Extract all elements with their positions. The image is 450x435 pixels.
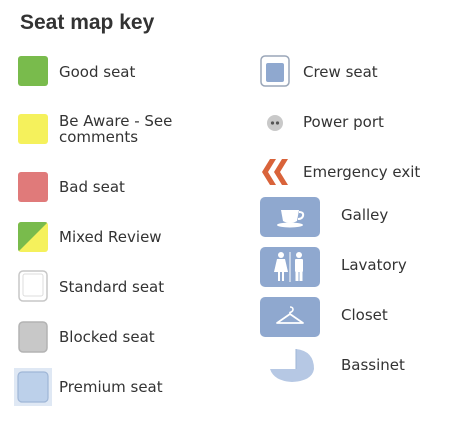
blocked-seat-label: Blocked seat: [59, 328, 155, 346]
bad-seat-label: Bad seat: [59, 178, 125, 196]
crew-seat-label: Crew seat: [303, 63, 378, 81]
closet-label: Closet: [341, 306, 388, 324]
bassinet-label: Bassinet: [341, 356, 405, 374]
standard-seat-icon: [18, 270, 48, 302]
power-port-label: Power port: [303, 113, 384, 131]
premium-seat-label: Premium seat: [59, 378, 163, 396]
lavatory-label: Lavatory: [341, 256, 407, 274]
closet-icon: [260, 297, 320, 337]
good-seat-label: Good seat: [59, 63, 136, 81]
lavatory-icon: [260, 247, 320, 287]
be-aware-icon: [18, 114, 48, 144]
standard-seat-label: Standard seat: [59, 278, 165, 296]
crew-seat-icon: [260, 55, 290, 87]
galley-icon: [260, 197, 320, 237]
bassinet-icon: [266, 345, 318, 387]
galley-label: Galley: [341, 206, 389, 224]
bad-seat-icon: [18, 172, 48, 202]
mixed-review-icon: [18, 222, 48, 252]
mixed-review-label: Mixed Review: [59, 228, 162, 246]
power-port-icon: [266, 114, 284, 132]
blocked-seat-icon: [18, 321, 48, 353]
page-title: Seat map key: [20, 11, 155, 34]
premium-seat-icon: [14, 368, 52, 406]
good-seat-icon: [18, 56, 48, 86]
emergency-exit-chevrons-icon: [262, 159, 292, 185]
emergency-exit-label: Emergency exit: [303, 163, 421, 181]
be-aware-label: Be Aware - See comments: [59, 112, 173, 146]
